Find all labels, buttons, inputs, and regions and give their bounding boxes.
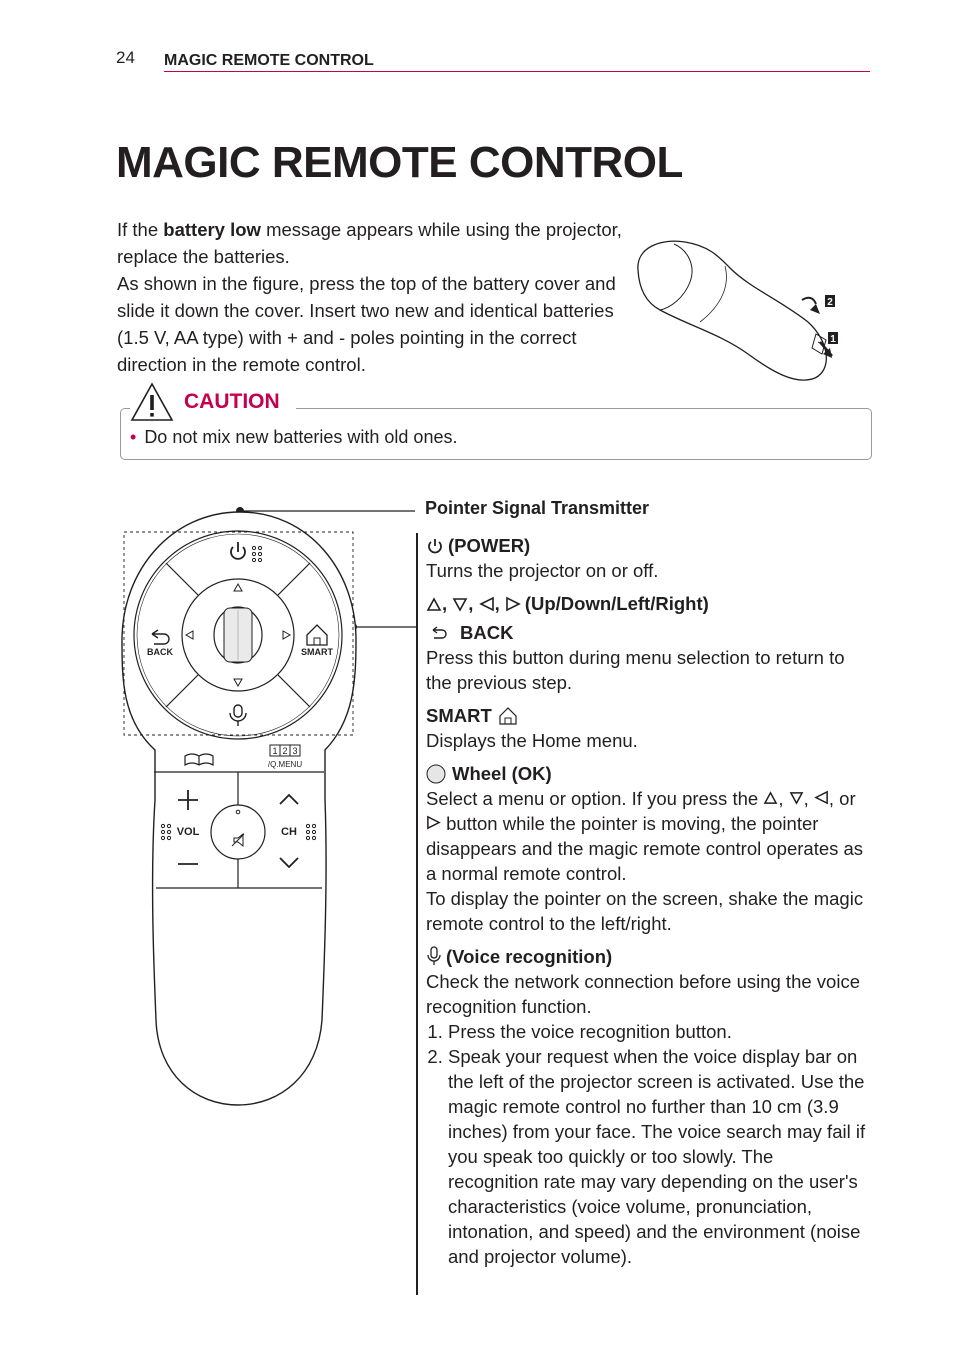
step-2-badge: 2 (827, 297, 833, 308)
pointer-signal-transmitter-label: Pointer Signal Transmitter (425, 498, 650, 518)
voice-step-1: Press the voice recognition button. (448, 1019, 866, 1044)
back-text: Press this button during menu selection … (426, 647, 845, 693)
smart-heading: SMART (426, 705, 492, 726)
caution-item: • Do not mix new batteries with old ones. (130, 427, 457, 448)
warning-triangle-icon (130, 382, 174, 421)
step-1-badge: 1 (830, 334, 836, 345)
right-arrow-icon (427, 815, 441, 830)
wheel-text-2: To display the pointer on the screen, sh… (426, 888, 864, 934)
description-rule (416, 533, 418, 1295)
smart-section: SMART Displays the Home menu. (426, 703, 866, 753)
wheel-section: Wheel (OK) Select a menu or option. If y… (426, 761, 866, 936)
microphone-icon (427, 945, 441, 965)
voice-text: Check the network connection before usin… (426, 971, 860, 1017)
running-header: MAGIC REMOTE CONTROL (164, 52, 374, 69)
power-heading: (POWER) (448, 535, 531, 556)
power-text: Turns the projector on or off. (426, 560, 659, 581)
up-arrow-icon (763, 791, 778, 804)
caution-header: CAUTION (130, 382, 296, 422)
down-arrow-icon (789, 792, 803, 805)
intro-paragraph-2: As shown in the figure, press the top of… (117, 273, 616, 375)
wheel-heading: Wheel (OK) (452, 763, 552, 784)
intro-paragraph-1: If the battery low message appears while… (117, 219, 622, 267)
button-descriptions: (POWER) Turns the projector on or off. ,… (426, 533, 866, 1277)
battery-cover-illustration: 2 1 (637, 240, 838, 381)
remote-ch-label: CH (281, 826, 297, 838)
left-arrow-icon (814, 790, 828, 805)
voice-section: (Voice recognition) Check the network co… (426, 944, 866, 1269)
caution-box (120, 408, 872, 460)
wheel-icon (426, 764, 446, 783)
digit-2: 2 (282, 746, 287, 756)
intro-text: If the battery low message appears while… (117, 216, 637, 378)
down-arrow-icon (452, 597, 468, 612)
voice-heading: (Voice recognition) (446, 946, 613, 967)
page-number: 24 (116, 48, 135, 67)
back-heading: BACK (460, 622, 514, 643)
wheel-text-1: Select a menu or option. If you press th… (426, 788, 864, 884)
up-arrow-icon (426, 596, 442, 611)
digit-1: 1 (272, 746, 277, 756)
header-rule (164, 71, 870, 72)
back-section: BACK Press this button during menu selec… (426, 620, 866, 695)
home-icon (499, 706, 517, 725)
voice-steps: Press the voice recognition button. Spea… (426, 1019, 866, 1269)
remote-back-label: BACK (147, 647, 173, 657)
arrows-section: , , , (Up/Down/Left/Right) (426, 591, 866, 616)
power-section: (POWER) Turns the projector on or off. (426, 533, 866, 583)
battery-low-emphasis: battery low (163, 219, 261, 240)
arrows-heading: (Up/Down/Left/Right) (524, 593, 709, 614)
digit-3: 3 (292, 746, 297, 756)
power-icon (428, 538, 442, 553)
remote-smart-label: SMART (301, 647, 333, 657)
remote-qmenu-label: /Q.MENU (268, 760, 302, 769)
magic-remote-illustration: BACK SMART 1 2 3 /Q.MENU VOL CH (121, 507, 418, 1106)
page-title: MAGIC REMOTE CONTROL (116, 138, 683, 187)
back-icon (432, 625, 447, 639)
remote-vol-label: VOL (177, 826, 200, 838)
voice-step-2: Speak your request when the voice displa… (448, 1044, 866, 1269)
caution-bullet: • (130, 427, 137, 447)
right-arrow-icon (506, 596, 521, 611)
left-arrow-icon (478, 596, 494, 611)
caution-text: Do not mix new batteries with old ones. (144, 427, 458, 447)
caution-title: CAUTION (184, 390, 280, 413)
smart-text: Displays the Home menu. (426, 730, 638, 751)
